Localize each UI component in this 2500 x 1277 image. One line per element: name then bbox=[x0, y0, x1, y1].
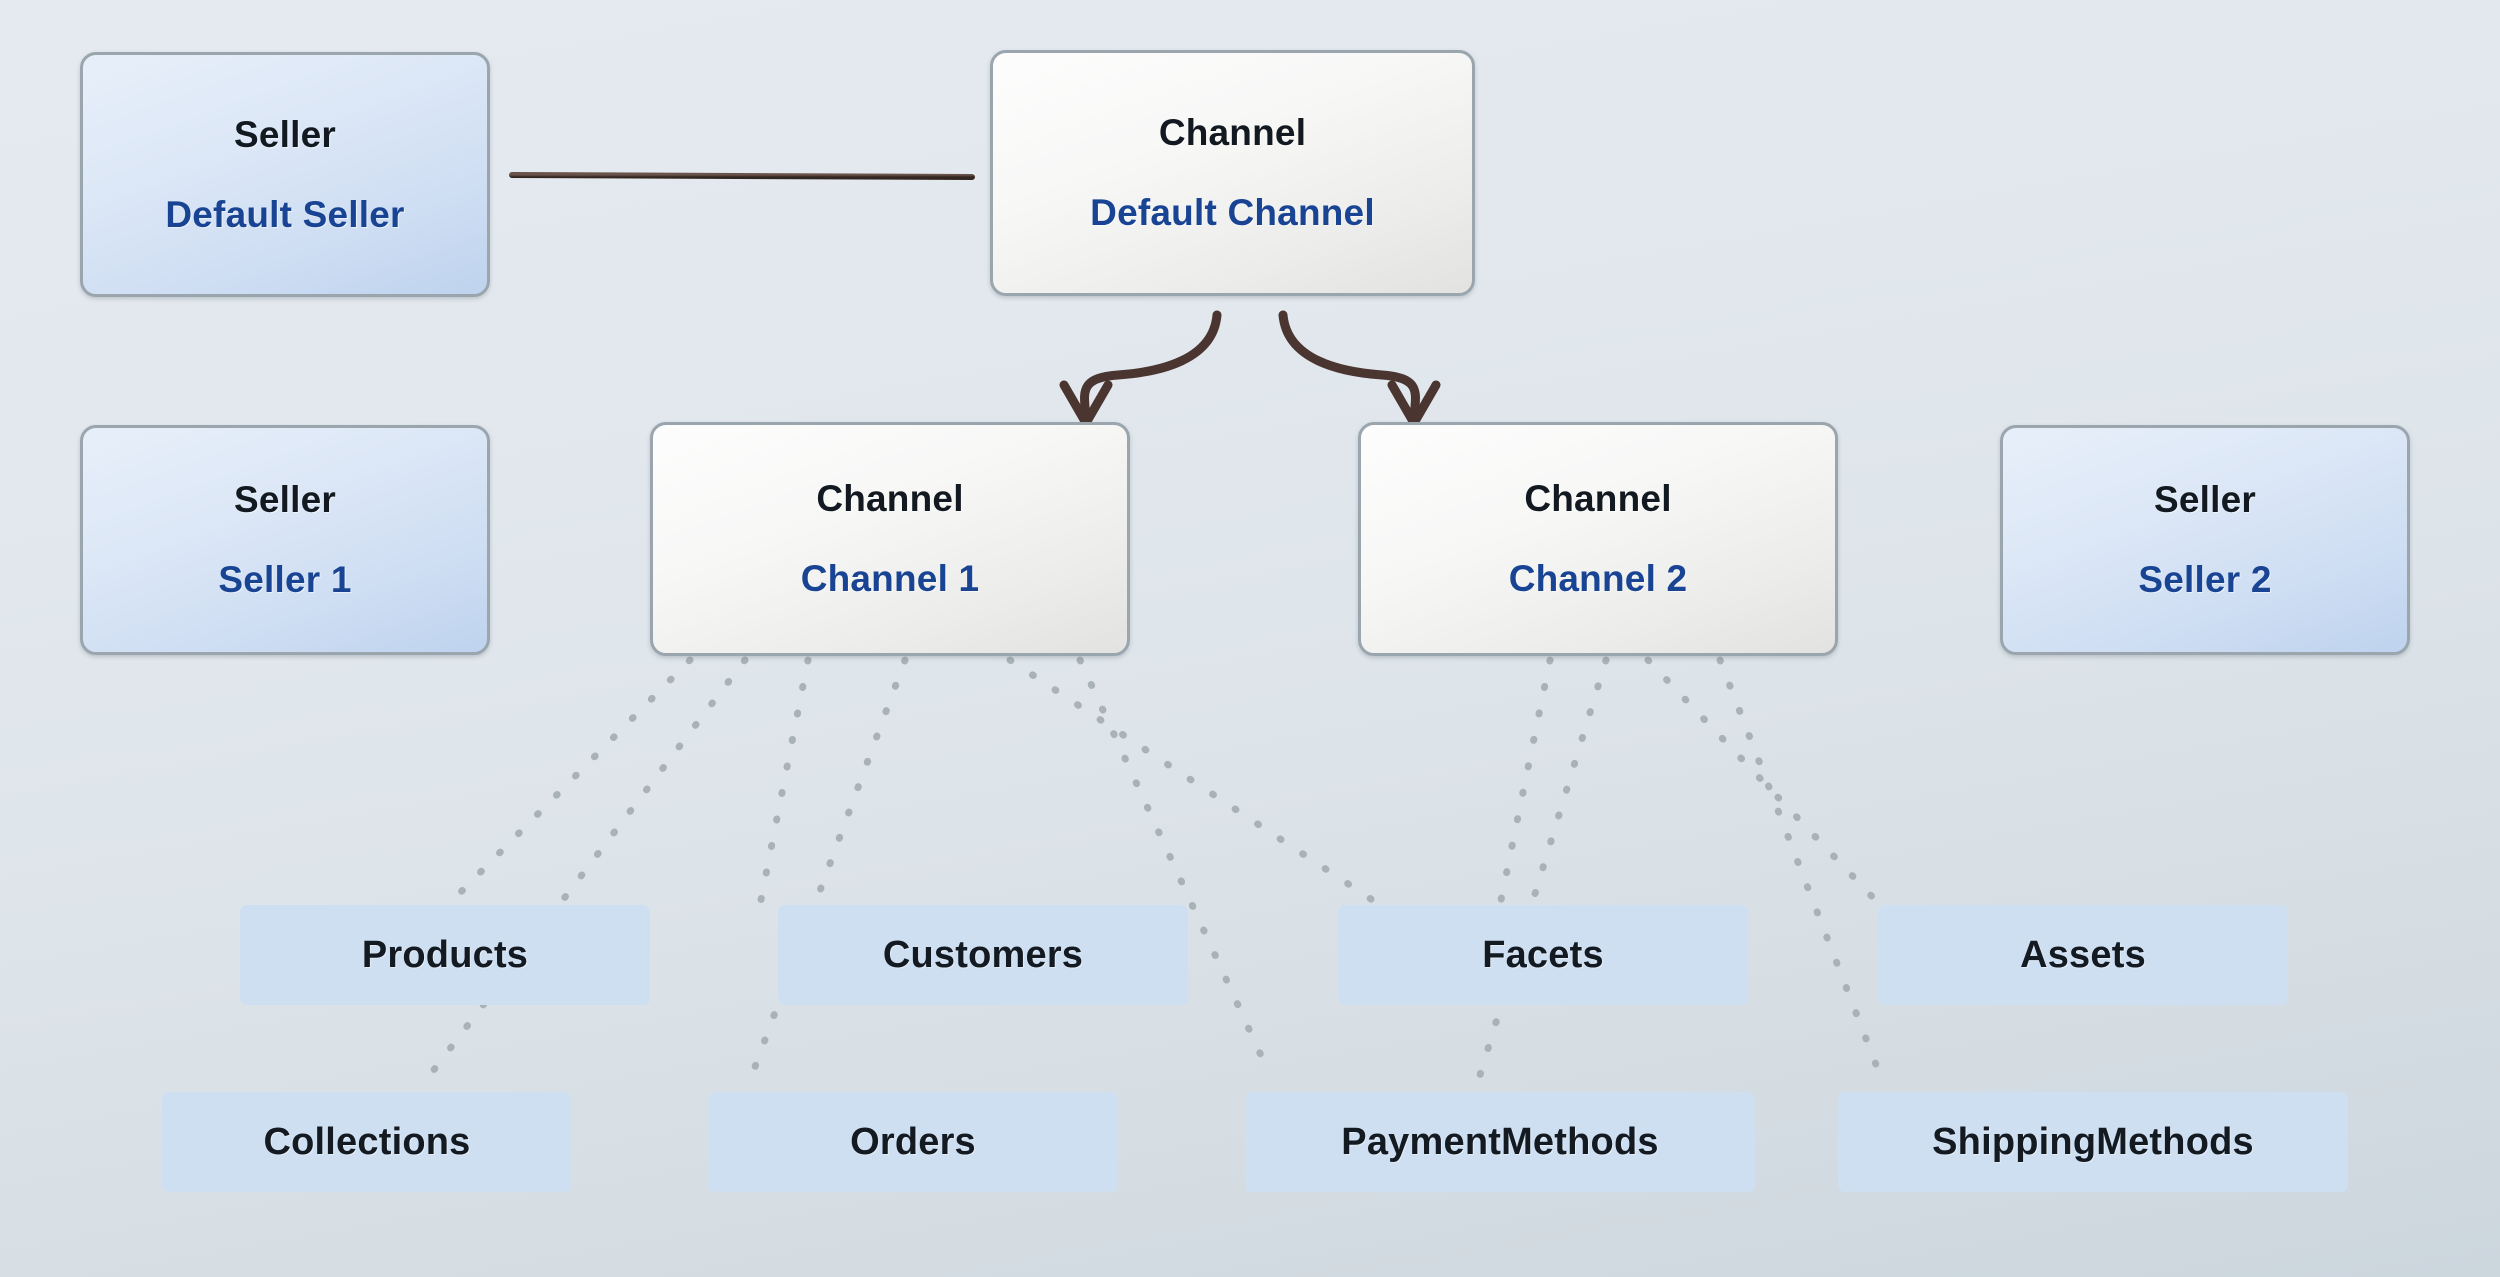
dotted-edges-channel1 bbox=[426, 656, 1384, 1079]
node-name-label: Channel 1 bbox=[800, 558, 980, 599]
node-name-label: Default Channel bbox=[1090, 192, 1375, 233]
entity-paymentmethods[interactable]: PaymentMethods bbox=[1245, 1092, 1755, 1192]
node-type-label: Channel bbox=[816, 478, 964, 519]
node-type-label: Seller bbox=[2154, 479, 2256, 520]
node-channel-1[interactable]: Channel Channel 1 bbox=[650, 422, 1130, 656]
dotted-channel2-shippingmethods bbox=[1716, 656, 1884, 1079]
dotted-channel2-facets bbox=[1496, 656, 1554, 909]
entity-orders[interactable]: Orders bbox=[708, 1092, 1118, 1192]
entity-assets[interactable]: Assets bbox=[1878, 905, 2288, 1005]
node-channel-2[interactable]: Channel Channel 2 bbox=[1358, 422, 1838, 656]
dotted-channel1-collections bbox=[426, 656, 749, 1079]
node-type-label: Channel bbox=[1158, 112, 1307, 153]
node-seller-1[interactable]: Seller Seller 1 bbox=[80, 425, 490, 655]
entity-label: Facets bbox=[1482, 933, 1604, 976]
entity-label: ShippingMethods bbox=[1932, 1120, 2254, 1163]
node-type-label: Seller bbox=[234, 479, 336, 520]
entity-label: Collections bbox=[263, 1120, 471, 1163]
dotted-edges-channel2 bbox=[1476, 656, 1884, 1079]
node-type-label: Channel bbox=[1524, 478, 1672, 519]
node-name-label: Seller 2 bbox=[2138, 559, 2272, 600]
entity-label: PaymentMethods bbox=[1341, 1120, 1659, 1163]
node-type-label: Seller bbox=[234, 113, 336, 155]
entity-label: Orders bbox=[850, 1120, 976, 1163]
node-seller-2[interactable]: Seller Seller 2 bbox=[2000, 425, 2410, 655]
arrow-default-channel-to-channel2 bbox=[1278, 310, 1420, 425]
arrowhead-channel1 bbox=[1059, 380, 1113, 428]
dotted-channel2-paymentmethods bbox=[1476, 656, 1610, 1079]
entity-label: Products bbox=[361, 933, 529, 976]
edge-default-seller-default-channel bbox=[509, 172, 975, 180]
entity-collections[interactable]: Collections bbox=[162, 1092, 572, 1192]
entity-customers[interactable]: Customers bbox=[778, 905, 1188, 1005]
node-default-seller[interactable]: Seller Default Seller bbox=[80, 52, 490, 297]
entity-label: Customers bbox=[882, 933, 1084, 976]
dotted-channel1-orders bbox=[748, 656, 909, 1079]
node-name-label: Default Seller bbox=[165, 193, 405, 235]
node-name-label: Channel 2 bbox=[1508, 558, 1688, 599]
entity-facets[interactable]: Facets bbox=[1338, 905, 1748, 1005]
arrowhead-channel2 bbox=[1387, 380, 1441, 428]
dotted-channel1-products bbox=[444, 656, 694, 909]
node-name-label: Seller 1 bbox=[218, 559, 352, 600]
dotted-channel1-facets bbox=[1006, 656, 1384, 909]
dotted-channel1-customers bbox=[756, 656, 812, 909]
dotted-channel1-paymentmethods bbox=[1076, 656, 1274, 1079]
entity-shippingmethods[interactable]: ShippingMethods bbox=[1838, 1092, 2348, 1192]
arrow-default-channel-to-channel1 bbox=[1080, 310, 1222, 425]
dotted-channel2-assets bbox=[1644, 656, 1884, 909]
entity-products[interactable]: Products bbox=[240, 905, 650, 1005]
node-default-channel[interactable]: Channel Default Channel bbox=[990, 50, 1475, 296]
entity-label: Assets bbox=[2020, 933, 2146, 976]
